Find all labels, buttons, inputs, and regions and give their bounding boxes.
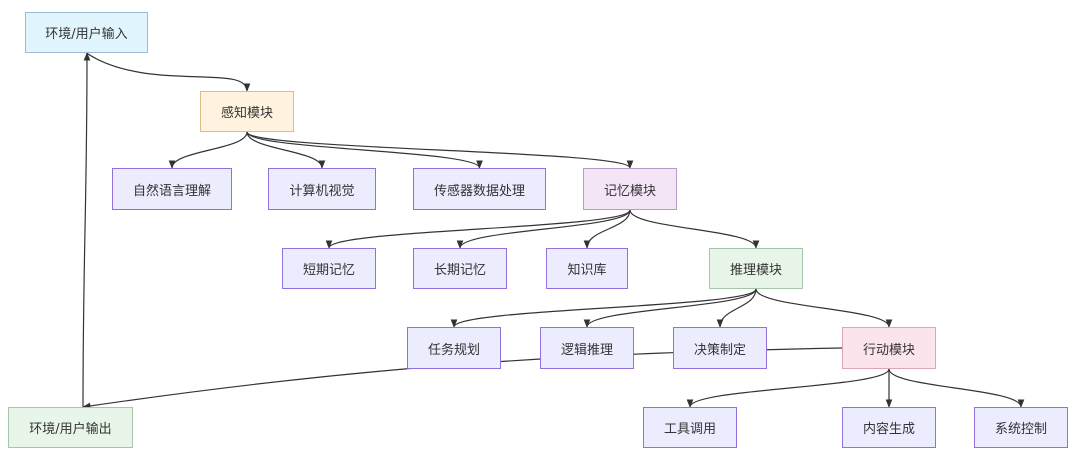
- node-task-planning: 任务规划: [407, 327, 501, 369]
- node-computer-vision: 计算机视觉: [268, 168, 376, 210]
- node-long-term-memory: 长期记忆: [413, 248, 507, 289]
- node-memory-module: 记忆模块: [583, 168, 677, 210]
- edge-perception-to-cv: [246, 131, 326, 169]
- edge-memory-to-kb: [583, 209, 631, 249]
- edge-perception-to-sensor: [246, 131, 483, 169]
- edge-output-to-input: [82, 52, 91, 408]
- edge-perception-to-memory: [246, 131, 634, 169]
- node-content-generation: 内容生成: [842, 407, 936, 448]
- edge-reasoning-to-logic: [583, 288, 757, 328]
- node-environment-user-input: 环境/用户输入: [25, 12, 148, 53]
- node-perception-module: 感知模块: [200, 91, 294, 132]
- node-system-control: 系统控制: [974, 407, 1068, 448]
- node-natural-language-understanding: 自然语言理解: [112, 168, 232, 210]
- edge-action-to-system: [888, 368, 1025, 408]
- edge-perception-to-nlu: [168, 131, 248, 169]
- edge-action-to-tool: [686, 368, 890, 408]
- node-tool-invocation: 工具调用: [643, 407, 737, 448]
- node-sensor-data-processing: 传感器数据处理: [413, 168, 546, 210]
- edge-input-to-perception: [86, 52, 251, 92]
- edge-memory-to-ltm: [456, 209, 631, 249]
- edge-reasoning-to-task: [450, 288, 757, 328]
- edge-reasoning-to-action: [755, 288, 893, 328]
- node-reasoning-module: 推理模块: [709, 248, 803, 289]
- edge-reasoning-to-decision: [716, 288, 757, 328]
- edge-memory-to-stm: [325, 209, 631, 249]
- node-knowledge-base: 知识库: [546, 248, 628, 289]
- node-environment-user-output: 环境/用户输出: [8, 407, 133, 448]
- node-short-term-memory: 短期记忆: [282, 248, 376, 289]
- node-decision-making: 决策制定: [673, 327, 767, 369]
- node-action-module: 行动模块: [842, 327, 936, 369]
- node-logical-reasoning: 逻辑推理: [540, 327, 634, 369]
- edge-memory-to-reasoning: [629, 209, 760, 249]
